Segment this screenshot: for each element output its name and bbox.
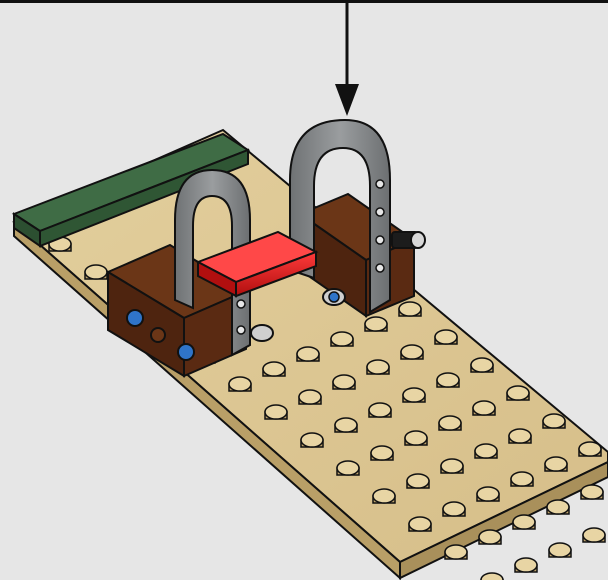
plate-stud bbox=[403, 388, 425, 402]
plate-stud bbox=[583, 528, 605, 542]
plate-stud bbox=[369, 403, 391, 417]
plate-stud bbox=[365, 317, 387, 331]
plate-stud bbox=[399, 302, 421, 316]
plate-stud bbox=[545, 457, 567, 471]
plate-stud bbox=[511, 472, 533, 486]
plate-stud bbox=[475, 444, 497, 458]
plate-stud bbox=[477, 487, 499, 501]
plate-stud bbox=[299, 390, 321, 404]
plate-stud bbox=[513, 515, 535, 529]
plate-stud bbox=[301, 433, 323, 447]
plate-stud bbox=[443, 502, 465, 516]
plate-stud bbox=[509, 429, 531, 443]
plate-stud bbox=[331, 332, 353, 346]
plate-stud bbox=[547, 500, 569, 514]
plate-stud bbox=[367, 360, 389, 374]
plate-stud bbox=[405, 431, 427, 445]
plate-stud bbox=[229, 377, 251, 391]
plate-stud bbox=[471, 358, 493, 372]
plate-stud bbox=[439, 416, 461, 430]
plate-stud bbox=[437, 373, 459, 387]
plate-stud bbox=[373, 489, 395, 503]
plate-stud bbox=[409, 517, 431, 531]
plate-stud bbox=[549, 543, 571, 557]
plate-stud bbox=[371, 446, 393, 460]
plate-stud bbox=[85, 265, 107, 279]
plate-stud bbox=[543, 414, 565, 428]
arrow-down-icon bbox=[335, 3, 359, 116]
plate-stud bbox=[473, 401, 495, 415]
plate-stud bbox=[579, 442, 601, 456]
plate-stud bbox=[581, 485, 603, 499]
plate-stud bbox=[265, 405, 287, 419]
top-border bbox=[0, 0, 608, 3]
plate-stud bbox=[479, 530, 501, 544]
plate-stud bbox=[263, 362, 285, 376]
plate-stud bbox=[407, 474, 429, 488]
plate-stud bbox=[335, 418, 357, 432]
black-pin bbox=[392, 232, 425, 248]
plate-stud bbox=[297, 347, 319, 361]
plate-stud bbox=[441, 459, 463, 473]
plate-stud bbox=[515, 558, 537, 572]
plate-stud bbox=[333, 375, 355, 389]
plate-stud bbox=[445, 545, 467, 559]
plate-stud bbox=[337, 461, 359, 475]
plate-stud bbox=[507, 386, 529, 400]
plate-stud bbox=[401, 345, 423, 359]
plate-stud bbox=[435, 330, 457, 344]
plate-stud bbox=[481, 573, 503, 580]
